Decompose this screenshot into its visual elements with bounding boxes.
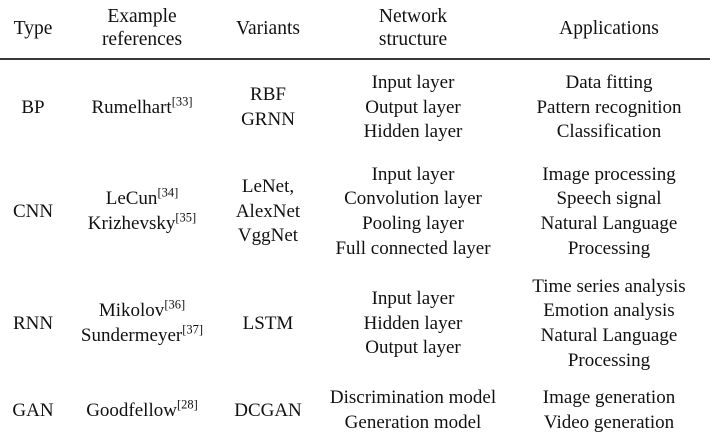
variant-item: GRNN xyxy=(241,109,295,130)
application-item: Pattern recognition xyxy=(536,96,682,118)
reference-entry: Rumelhart[33] xyxy=(68,94,216,121)
variant-item: VggNet xyxy=(237,225,299,247)
cell-type: BP xyxy=(0,59,66,156)
cell-example-references: Mikolov[36]Sundermeyer[37] xyxy=(66,268,218,380)
column-header-line: Example xyxy=(107,6,177,28)
structure-item: Input layer xyxy=(371,287,455,309)
application-item: Processing xyxy=(567,237,651,259)
application-item: Data fitting xyxy=(565,71,653,93)
structure-item: Convolution layer xyxy=(344,188,482,210)
reference-author: Rumelhart xyxy=(91,96,172,118)
column-header-line: Applications xyxy=(559,17,659,39)
cell-variants: DCGAN xyxy=(218,380,318,442)
network-type-label: RNN xyxy=(12,312,54,334)
structure-item: Output layer xyxy=(365,337,461,359)
reference-citation-marker[interactable]: [33] xyxy=(171,94,193,109)
reference-entry: Krizhevsky[35] xyxy=(68,210,216,237)
reference-entry: LeCun[34] xyxy=(68,187,216,212)
column-header-line: Network xyxy=(378,6,448,28)
reference-citation-marker[interactable]: [35] xyxy=(175,210,197,225)
application-item: Natural Language xyxy=(540,213,678,234)
network-type-label: GAN xyxy=(12,399,54,421)
cell-example-references: Goodfellow[28] xyxy=(66,380,218,442)
network-type-label: CNN xyxy=(12,200,54,222)
variant-item: LeNet, xyxy=(241,175,295,197)
application-item: Time series analysis xyxy=(532,275,686,297)
reference-citation-marker[interactable]: [28] xyxy=(176,397,198,412)
column-header-line: Type xyxy=(13,17,53,39)
reference-author: LeCun xyxy=(105,188,158,210)
cell-type: CNN xyxy=(0,156,66,268)
application-item: Processing xyxy=(567,349,651,371)
cell-example-references: LeCun[34]Krizhevsky[35] xyxy=(66,156,218,268)
structure-item: Discrimination model xyxy=(329,387,497,409)
reference-entry: Mikolov[36] xyxy=(68,299,216,324)
network-type-label: BP xyxy=(21,96,45,118)
variant-item: DCGAN xyxy=(234,399,302,421)
application-item: Image processing xyxy=(542,163,676,185)
cell-type: RNN xyxy=(0,268,66,380)
column-header-applications: Applications xyxy=(508,0,710,59)
application-item: Video generation xyxy=(543,412,675,433)
structure-item: Hidden layer xyxy=(363,121,463,143)
cell-variants: RBF GRNN xyxy=(218,59,318,156)
structure-item: Hidden layer xyxy=(363,312,463,334)
reference-author: Krizhevsky xyxy=(87,213,176,234)
reference-author: Sundermeyer xyxy=(80,325,183,346)
reference-author: Mikolov xyxy=(98,300,165,322)
variant-item: AlexNet xyxy=(235,200,301,222)
structure-item: Output layer xyxy=(365,96,461,118)
application-item: Natural Language xyxy=(540,325,678,346)
cell-variants: LSTM xyxy=(218,268,318,380)
structure-item: Full connected layer xyxy=(335,237,491,259)
reference-citation-marker[interactable]: [34] xyxy=(157,185,179,200)
variant-item: RBF xyxy=(250,84,286,106)
structure-item: Pooling layer xyxy=(362,213,464,234)
application-item: Image generation xyxy=(542,387,676,409)
structure-item: Input layer xyxy=(371,163,455,185)
reference-entry: Sundermeyer[37] xyxy=(68,322,216,349)
structure-item: Generation model xyxy=(344,412,482,433)
reference-citation-marker[interactable]: [36] xyxy=(164,297,186,312)
cell-type: GAN xyxy=(0,380,66,442)
reference-citation-marker[interactable]: [37] xyxy=(182,322,204,337)
column-header-line: references xyxy=(101,29,183,50)
application-item: Classification xyxy=(556,121,662,143)
table-row: GAN Goodfellow[28] DCGAN Discrimination mod… xyxy=(0,380,710,442)
column-header-type: Type xyxy=(0,0,66,59)
application-item: Speech signal xyxy=(556,188,662,210)
reference-entry: Goodfellow[28] xyxy=(68,397,216,424)
application-item: Emotion analysis xyxy=(543,300,675,322)
variant-item: LSTM xyxy=(242,312,294,334)
column-header-line: structure xyxy=(378,29,448,50)
structure-item: Input layer xyxy=(371,71,455,93)
column-header-variants: Variants xyxy=(218,0,318,59)
cell-example-references: Rumelhart[33] xyxy=(66,59,218,156)
column-header-line: Variants xyxy=(236,17,300,39)
reference-author: Goodfellow xyxy=(86,399,177,421)
